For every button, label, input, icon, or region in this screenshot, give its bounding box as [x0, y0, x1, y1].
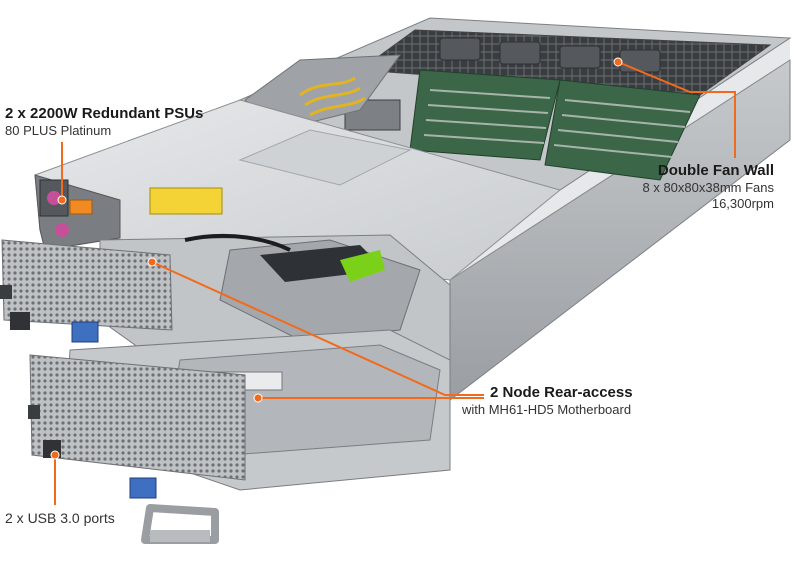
- callout-psu-title: 2 x 2200W Redundant PSUs: [5, 105, 204, 122]
- callout-node: 2 Node Rear-access with MH61-HD5 Motherb…: [462, 384, 633, 418]
- node-2: [28, 329, 451, 544]
- callout-usb-title: 2 x USB 3.0 ports: [5, 510, 115, 526]
- callout-psu-subtitle: 80 PLUS Platinum: [5, 123, 112, 138]
- callout-fan-title: Double Fan Wall: [657, 162, 774, 179]
- callout-psu: 2 x 2200W Redundant PSUs 80 PLUS Platinu…: [5, 105, 203, 139]
- callout-fan-subtitle: 8 x 80x80x38mm Fans: [642, 180, 774, 195]
- callout-usb: 2 x USB 3.0 ports: [5, 510, 115, 527]
- callout-fan-subtitle-2: 16,300rpm: [711, 195, 774, 211]
- node-leader-top: [151, 261, 484, 396]
- chassis: [34, 17, 792, 402]
- callout-node-subtitle: with MH61-HD5 Motherboard: [462, 402, 632, 417]
- callout-fan: Double Fan Wall 8 x 80x80x38mm Fans 16,3…: [554, 162, 774, 211]
- callout-node-title: 2 Node Rear-access: [490, 384, 633, 401]
- fan-leader: [617, 61, 736, 158]
